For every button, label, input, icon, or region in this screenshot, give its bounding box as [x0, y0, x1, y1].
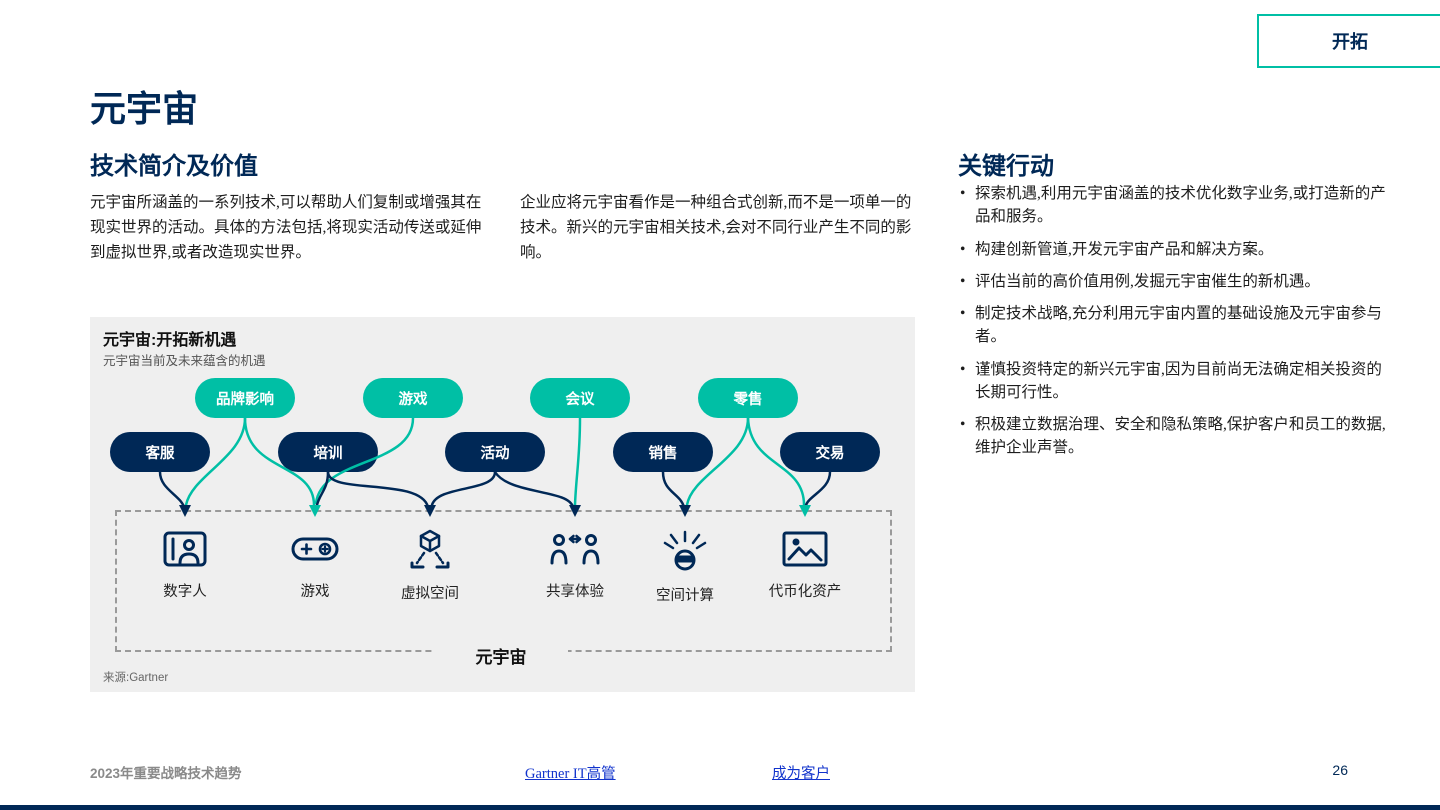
intro-paragraph-1: 元宇宙所涵盖的一系列技术,可以帮助人们复制或增强其在现实世界的活动。具体的方法包… — [90, 194, 482, 262]
key-action-item: 积极建立数据治理、安全和隐私策略,保护客户和员工的数据,维护企业声誉。 — [958, 413, 1390, 460]
pill-retail: 零售 — [698, 378, 798, 418]
footer-link-become-client[interactable]: 成为客户 — [772, 766, 830, 782]
page-number: 26 — [1332, 762, 1348, 778]
diagram-item-label: 空间计算 — [656, 588, 714, 604]
tokenized-assets-icon — [782, 531, 828, 567]
diagram-item-spatial-computing: 空间计算 — [630, 529, 740, 605]
diagram-item-label: 虚拟空间 — [401, 586, 459, 602]
metaverse-diagram-panel: 元宇宙:开拓新机遇 元宇宙当前及未来蕴含的机遇 品牌影响 游戏 会议 零售 客服… — [90, 317, 915, 692]
diagram-title: 元宇宙:开拓新机遇 — [103, 332, 237, 349]
diagram-item-virtual-space: 虚拟空间 — [375, 529, 485, 603]
pill-brand-impact: 品牌影响 — [195, 378, 295, 418]
diagram-item-shared-experience: 共享体验 — [520, 529, 630, 601]
key-actions-heading: 关键行动 — [958, 154, 1054, 180]
key-action-item: 构建创新管道,开发元宇宙产品和解决方案。 — [958, 238, 1390, 262]
footer-report-title: 2023年重要战略技术趋势 — [90, 766, 242, 781]
digital-human-icon — [163, 531, 207, 567]
pill-sales: 销售 — [613, 432, 713, 472]
key-action-item: 探索机遇,利用元宇宙涵盖的技术优化数字业务,或打造新的产品和服务。 — [958, 182, 1390, 229]
pioneer-badge: 开拓 — [1257, 14, 1440, 68]
pill-training: 培训 — [278, 432, 378, 472]
virtual-space-icon — [410, 529, 450, 569]
pill-events: 活动 — [445, 432, 545, 472]
diagram-item-label: 代币化资产 — [768, 584, 842, 600]
diagram-item-digital-human: 数字人 — [130, 529, 240, 601]
diagram-item-gaming: 游戏 — [260, 529, 370, 601]
gaming-icon — [291, 537, 339, 561]
diagram-subtitle: 元宇宙当前及未来蕴含的机遇 — [103, 354, 266, 368]
intro-paragraph-2: 企业应将元宇宙看作是一种组合式创新,而不是一项单一的技术。新兴的元宇宙相关技术,… — [520, 194, 912, 262]
pill-transactions: 交易 — [780, 432, 880, 472]
page-title: 元宇宙 — [90, 89, 199, 129]
key-action-item: 谨慎投资特定的新兴元宇宙,因为目前尚无法确定相关投资的长期可行性。 — [958, 358, 1390, 405]
metaverse-box-label: 元宇宙 — [434, 641, 568, 670]
pill-meetings: 会议 — [530, 378, 630, 418]
key-actions-list: 探索机遇,利用元宇宙涵盖的技术优化数字业务,或打造新的产品和服务。 构建创新管道… — [958, 182, 1390, 469]
diagram-item-label: 游戏 — [300, 584, 330, 600]
shared-experience-icon — [550, 534, 600, 565]
footer-bar — [0, 805, 1440, 810]
key-action-item: 评估当前的高价值用例,发掘元宇宙催生的新机遇。 — [958, 270, 1390, 294]
pioneer-badge-label: 开拓 — [1332, 32, 1368, 52]
diagram-item-label: 数字人 — [163, 584, 207, 600]
intro-heading: 技术简介及价值 — [90, 154, 258, 180]
source-note: 来源:Gartner — [103, 672, 169, 684]
intro-columns: 元宇宙所涵盖的一系列技术,可以帮助人们复制或增强其在现实世界的活动。具体的方法包… — [90, 190, 922, 265]
pill-gaming: 游戏 — [363, 378, 463, 418]
diagram-item-tokenized-assets: 代币化资产 — [750, 529, 860, 601]
key-action-item: 制定技术战略,充分利用元宇宙内置的基础设施及元宇宙参与者。 — [958, 302, 1390, 349]
spatial-computing-icon — [663, 530, 707, 571]
footer-link-gartner-it[interactable]: Gartner IT高管 — [525, 766, 616, 782]
pill-customer-service: 客服 — [110, 432, 210, 472]
diagram-item-label: 共享体验 — [546, 584, 604, 600]
